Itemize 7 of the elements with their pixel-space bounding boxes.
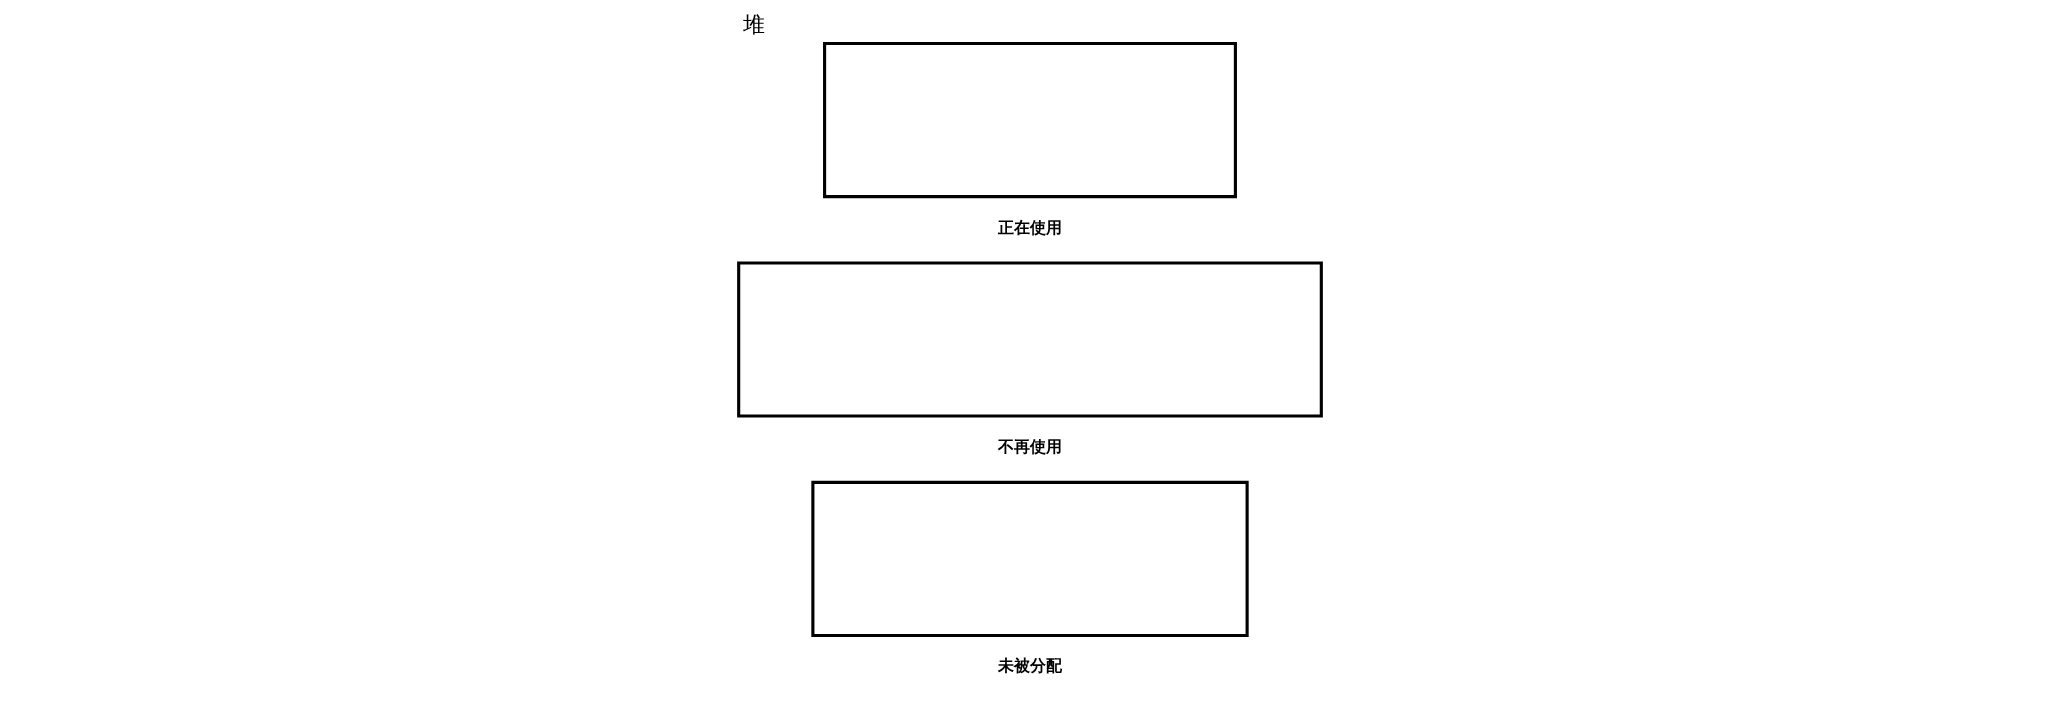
diagram-title: 堆	[742, 12, 765, 38]
node-box	[736, 261, 1323, 418]
node-label: 正在使用	[997, 218, 1062, 237]
node-box	[810, 480, 1249, 638]
node-label: 不再使用	[997, 437, 1062, 456]
node-label: 未被分配	[997, 657, 1062, 676]
node-box	[822, 41, 1237, 199]
